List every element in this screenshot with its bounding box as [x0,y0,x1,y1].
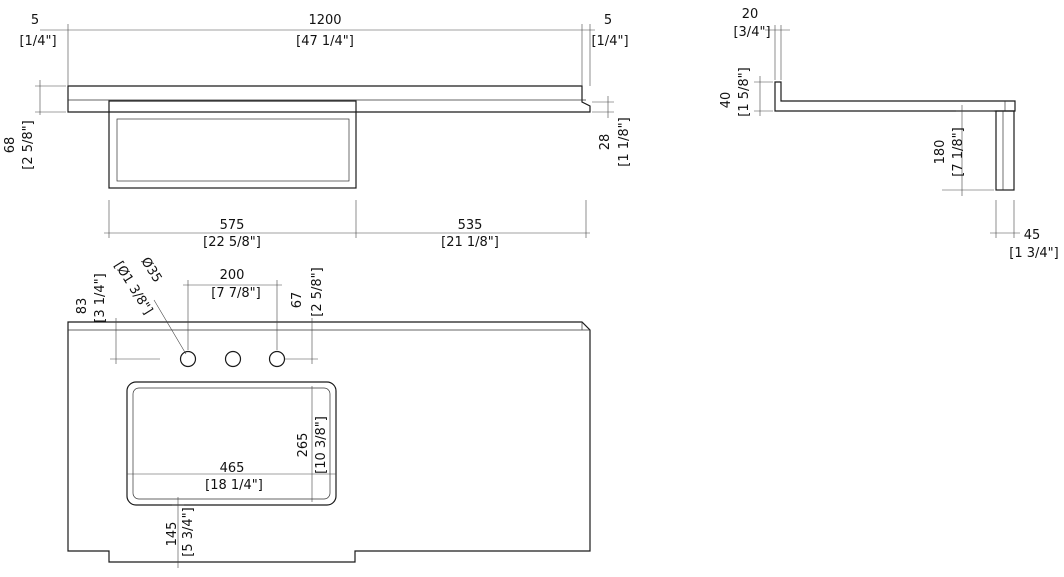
plan-view: Ø35 [Ø1 3/8"] 200 [7 7/8"] 83 [3 1/4"] 6… [67,255,591,568]
total-height-in: [2 5/8"] [21,120,36,169]
backsplash-thickness-mm: 20 [742,7,759,22]
overhang-right-mm: 5 [604,13,612,28]
faucet-hole [268,350,286,368]
overhang-left-mm: 5 [31,13,39,28]
hole-diameter-mm: Ø35 [138,255,165,286]
hole-offset-right-in: [2 5/8"] [310,267,325,316]
hole-spacing-mm: 200 [220,268,245,283]
remaining-width-in: [21 1/8"] [441,235,499,250]
leg-height-in: [7 1/8"] [951,127,966,176]
sink-basin-inner [132,387,331,500]
edge-height-mm: 28 [598,134,613,151]
leg-width-mm: 45 [1024,228,1041,243]
total-width-in: [47 1/4"] [296,34,354,49]
leg-width-in: [1 3/4"] [1009,246,1058,261]
dia-leader [153,299,187,355]
total-width-mm: 1200 [308,13,341,28]
front-offset-in: [5 3/4"] [181,507,196,556]
hole-offset-left-in: [3 1/4"] [93,273,108,322]
drawer-width-mm: 575 [220,218,245,233]
front-elevation: 5 [1/4"] 1200 [47 1/4"] 5 [1/4"] 68 [2 5… [3,13,632,250]
front-offset-mm: 145 [165,522,180,547]
drawer-panel [116,118,350,182]
sink-basin [126,381,337,506]
overhang-left-in: [1/4"] [19,34,56,49]
drawer-width-in: [22 5/8"] [203,235,261,250]
hole-offset-left-mm: 83 [75,298,90,315]
sink-width-in: [18 1/4"] [205,478,263,493]
sink-depth-mm: 265 [296,433,311,458]
hole-spacing-in: [7 7/8"] [211,286,260,301]
faucet-hole [224,350,242,368]
side-leg [995,110,1015,191]
hole-offset-right-mm: 67 [290,292,305,309]
sink-width-mm: 465 [220,461,245,476]
backsplash-height-in: [1 5/8"] [737,67,752,116]
side-elevation: 20 [3/4"] 40 [1 5/8"] 180 [7 1/8"] 45 [1… [719,7,1059,261]
total-height-mm: 68 [3,137,18,154]
overhang-right-in: [1/4"] [591,34,628,49]
side-profile [774,81,1016,112]
faucet-hole [179,350,197,368]
leg-height-mm: 180 [933,140,948,165]
countertop-front [67,85,591,113]
backsplash-height-mm: 40 [719,92,734,109]
drawer-box [108,100,357,189]
backsplash-thickness-in: [3/4"] [733,25,770,40]
remaining-width-mm: 535 [458,218,483,233]
countertop-outline [67,321,591,563]
edge-height-in: [1 1/8"] [617,117,632,166]
sink-depth-in: [10 3/8"] [314,416,329,474]
